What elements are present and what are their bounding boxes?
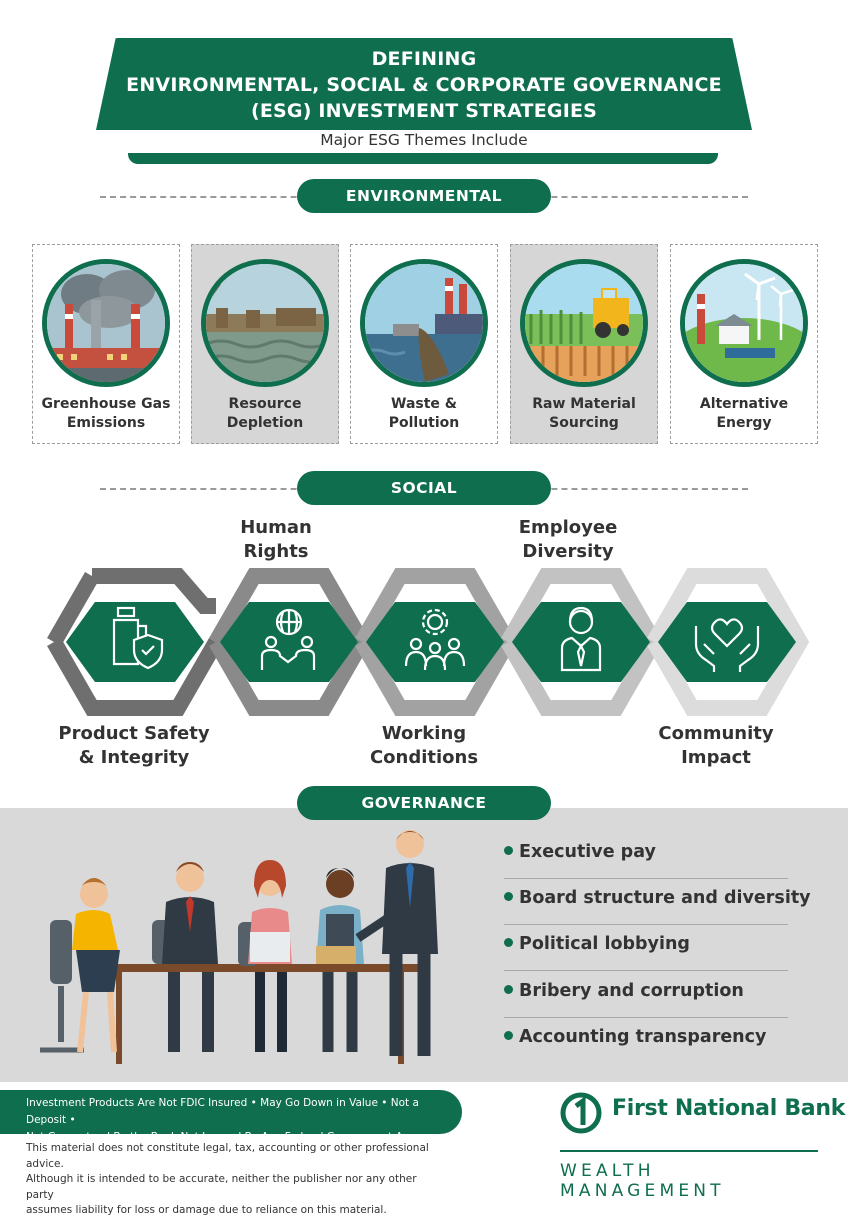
bullet-dot (504, 984, 513, 994)
disclaimer-line: assumes liability for loss or damage due… (26, 1204, 387, 1216)
fdic-notice: Investment Products Are Not FDIC Insured… (26, 1095, 456, 1146)
harvester-icon (520, 259, 648, 387)
social-label-employee-diversity: Employee Diversity (518, 517, 618, 562)
hexagon (658, 602, 796, 682)
env-label-waste: Waste & Pollution (388, 396, 460, 431)
chain-link (47, 572, 99, 646)
env-card-waste: Waste & Pollution (350, 244, 498, 444)
gear-team-icon (404, 608, 466, 671)
env-label-alternative: Alternative Energy (699, 396, 789, 431)
dry-lake-icon (201, 259, 329, 387)
bank-tagline: WEALTH MANAGEMENT (560, 1161, 725, 1201)
title-line-2: ENVIRONMENTAL, SOCIAL & CORPORATE GOVERN… (126, 74, 722, 96)
env-card-greenhouse: Greenhouse Gas Emissions (32, 244, 180, 444)
globe-people-icon (260, 608, 316, 670)
governance-item-label: Political lobbying (519, 934, 690, 954)
env-label-raw-material: Raw Material Sourcing (532, 396, 636, 431)
page-subtitle: Major ESG Themes Include (320, 131, 528, 149)
section-pill-social: SOCIAL (297, 471, 551, 505)
divider (504, 1017, 788, 1018)
divider (504, 970, 788, 971)
title-line-3: (ESG) INVESTMENT STRATEGIES (250, 100, 598, 122)
fdic-notice-line: Not Guaranteed By the Bank Not Insured B… (26, 1131, 435, 1143)
factory-smoke-icon (42, 259, 170, 387)
hands-heart-icon (694, 618, 760, 672)
disclaimer-line: This material does not constitute legal,… (26, 1142, 429, 1170)
governance-item: Accounting transparency (504, 1027, 766, 1047)
fdic-notice-line: Investment Products Are Not FDIC Insured… (26, 1097, 419, 1126)
bank-divider (560, 1150, 818, 1152)
header-underline (128, 153, 718, 164)
section-pill-governance: GOVERNANCE (297, 786, 551, 820)
wind-solar-icon (680, 259, 808, 387)
social-label-product-safety: Product Safety & Integrity (58, 723, 210, 768)
chain-link (647, 568, 810, 716)
employee-icon (560, 606, 602, 672)
title-line-1: DEFINING (371, 48, 477, 70)
governance-item-label: Executive pay (519, 842, 656, 862)
social-label-community-impact: Community Impact (658, 723, 774, 768)
env-card-raw-material: Raw Material Sourcing (510, 244, 658, 444)
bank-name: First National Bank (612, 1096, 846, 1121)
governance-item-label: Board structure and diversity (519, 888, 811, 908)
divider (504, 878, 788, 879)
env-card-alternative: Alternative Energy (670, 244, 818, 444)
bank-logo-icon (560, 1092, 602, 1134)
disclaimer: This material does not constitute legal,… (26, 1141, 446, 1219)
chain-link (92, 568, 216, 614)
disclaimer-line: Although it is intended to be accurate, … (26, 1173, 417, 1201)
bottle-shield-icon (112, 606, 164, 670)
env-label-greenhouse: Greenhouse Gas Emissions (41, 396, 171, 431)
social-label-human-rights: Human Rights (240, 517, 312, 562)
divider (504, 924, 788, 925)
governance-item-label: Bribery and corruption (519, 981, 744, 1001)
business-meeting-illustration (40, 830, 438, 1064)
pollution-pipe-icon (360, 259, 488, 387)
governance-item: Bribery and corruption (504, 981, 744, 1001)
page-title: DEFINING ENVIRONMENTAL, SOCIAL & CORPORA… (96, 46, 752, 124)
chain-link (47, 638, 223, 716)
bullet-dot (504, 1030, 513, 1040)
social-label-working-conditions: Working Conditions (369, 723, 479, 768)
section-pill-environmental: ENVIRONMENTAL (297, 179, 551, 213)
governance-item: Executive pay (504, 842, 656, 862)
env-card-resource: Resource Depletion (191, 244, 339, 444)
env-label-resource: Resource Depletion (226, 396, 304, 431)
hexagon (220, 602, 358, 682)
governance-item: Political lobbying (504, 934, 690, 954)
bullet-dot (504, 845, 513, 855)
governance-item-label: Accounting transparency (519, 1027, 767, 1047)
bullet-dot (504, 937, 513, 947)
header-banner (96, 38, 752, 130)
hexagon (512, 602, 650, 682)
bullet-dot (504, 891, 513, 901)
social-hexagon-chain (47, 568, 810, 716)
fdic-notice-banner (0, 1090, 462, 1134)
governance-item: Board structure and diversity (504, 888, 811, 908)
